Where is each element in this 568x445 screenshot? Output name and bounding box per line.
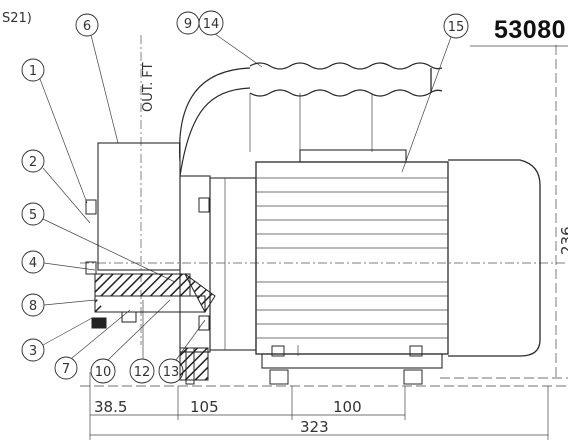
svg-text:5: 5 bbox=[29, 208, 37, 223]
height-dimension: 236 bbox=[470, 45, 568, 380]
page-title: 53080 bbox=[494, 16, 567, 44]
balloon-13: 13 bbox=[158, 358, 184, 384]
svg-text:15: 15 bbox=[448, 20, 465, 35]
dim-105: 105 bbox=[190, 398, 219, 416]
corner-label: S21) bbox=[2, 11, 32, 26]
inlet-foot bbox=[179, 347, 209, 385]
dim-100: 100 bbox=[333, 398, 362, 416]
impeller-section bbox=[91, 273, 216, 329]
svg-text:6: 6 bbox=[83, 19, 91, 34]
balloon-8: 8 bbox=[21, 293, 45, 317]
svg-text:10: 10 bbox=[95, 365, 112, 380]
discharge-hose bbox=[178, 62, 443, 177]
svg-text:8: 8 bbox=[29, 299, 37, 314]
svg-text:4: 4 bbox=[29, 256, 37, 271]
svg-text:12: 12 bbox=[134, 365, 151, 380]
svg-text:1: 1 bbox=[29, 64, 37, 79]
balloon-3: 3 bbox=[21, 338, 45, 362]
balloon-6: 6 bbox=[75, 13, 99, 37]
balloon-10: 10 bbox=[90, 358, 116, 384]
balloon-5: 5 bbox=[21, 202, 45, 226]
bottom-dimensions: 38.5 105 100 323 bbox=[89, 372, 549, 440]
base-plate bbox=[80, 377, 568, 387]
leader-lines bbox=[39, 33, 452, 361]
balloon-12: 12 bbox=[129, 358, 155, 384]
balloon-2: 2 bbox=[21, 149, 45, 173]
height-label: 236 bbox=[558, 226, 568, 255]
svg-text:14: 14 bbox=[203, 17, 220, 32]
svg-text:13: 13 bbox=[163, 365, 180, 380]
balloon-14: 14 bbox=[198, 10, 224, 36]
dim-38-5: 38.5 bbox=[94, 398, 127, 416]
svg-text:2: 2 bbox=[29, 155, 37, 170]
pump-housing bbox=[85, 142, 257, 353]
outlet-label: OUT. FT bbox=[141, 62, 156, 112]
dim-323: 323 bbox=[300, 418, 329, 436]
balloon-1: 1 bbox=[21, 58, 45, 82]
electric-motor bbox=[255, 149, 541, 385]
balloon-7: 7 bbox=[54, 356, 78, 380]
svg-text:7: 7 bbox=[62, 362, 70, 377]
svg-text:9: 9 bbox=[184, 17, 192, 32]
balloon-4: 4 bbox=[21, 250, 45, 274]
balloon-9: 9 bbox=[176, 11, 200, 35]
balloon-15: 15 bbox=[443, 13, 469, 39]
svg-text:3: 3 bbox=[29, 344, 37, 359]
